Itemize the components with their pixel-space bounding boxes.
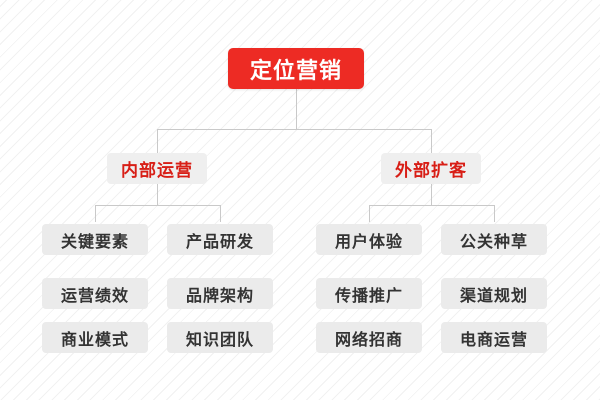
- leaf-node-public-relations[interactable]: 公关种草: [441, 224, 547, 255]
- leaf-node-operating-performance[interactable]: 运营绩效: [42, 278, 148, 309]
- connector-root-stem: [296, 89, 297, 129]
- root-node[interactable]: 定位营销: [228, 48, 364, 89]
- leaf-node-online-investment[interactable]: 网络招商: [316, 322, 422, 353]
- leaf-node-user-experience[interactable]: 用户体验: [316, 224, 422, 255]
- connector-branch-right-to-col2: [494, 205, 495, 222]
- leaf-node-brand-architecture[interactable]: 品牌架构: [167, 278, 273, 309]
- connector-branch-left-to-col1: [95, 205, 96, 222]
- connector-branch-right-to-col1: [369, 205, 370, 222]
- connector-branch-left-bus: [95, 205, 220, 206]
- leaf-node-ecommerce-operations[interactable]: 电商运营: [441, 322, 547, 353]
- connector-branch-right-stem: [431, 184, 432, 205]
- branch-node-internal-operations[interactable]: 内部运营: [107, 153, 207, 184]
- connector-root-bus: [157, 129, 432, 130]
- leaf-node-channel-planning[interactable]: 渠道规划: [441, 278, 547, 309]
- connector-root-to-branch-left: [157, 129, 158, 154]
- connector-branch-right-bus: [369, 205, 494, 206]
- leaf-node-business-model[interactable]: 商业模式: [42, 322, 148, 353]
- connector-root-to-branch-right: [431, 129, 432, 154]
- leaf-node-communication-promotion[interactable]: 传播推广: [316, 278, 422, 309]
- connector-branch-left-stem: [157, 184, 158, 205]
- leaf-node-key-elements[interactable]: 关键要素: [42, 224, 148, 255]
- connector-branch-left-to-col2: [220, 205, 221, 222]
- leaf-node-knowledge-team[interactable]: 知识团队: [167, 322, 273, 353]
- leaf-node-product-rnd[interactable]: 产品研发: [167, 224, 273, 255]
- branch-node-external-expansion[interactable]: 外部扩客: [381, 153, 481, 184]
